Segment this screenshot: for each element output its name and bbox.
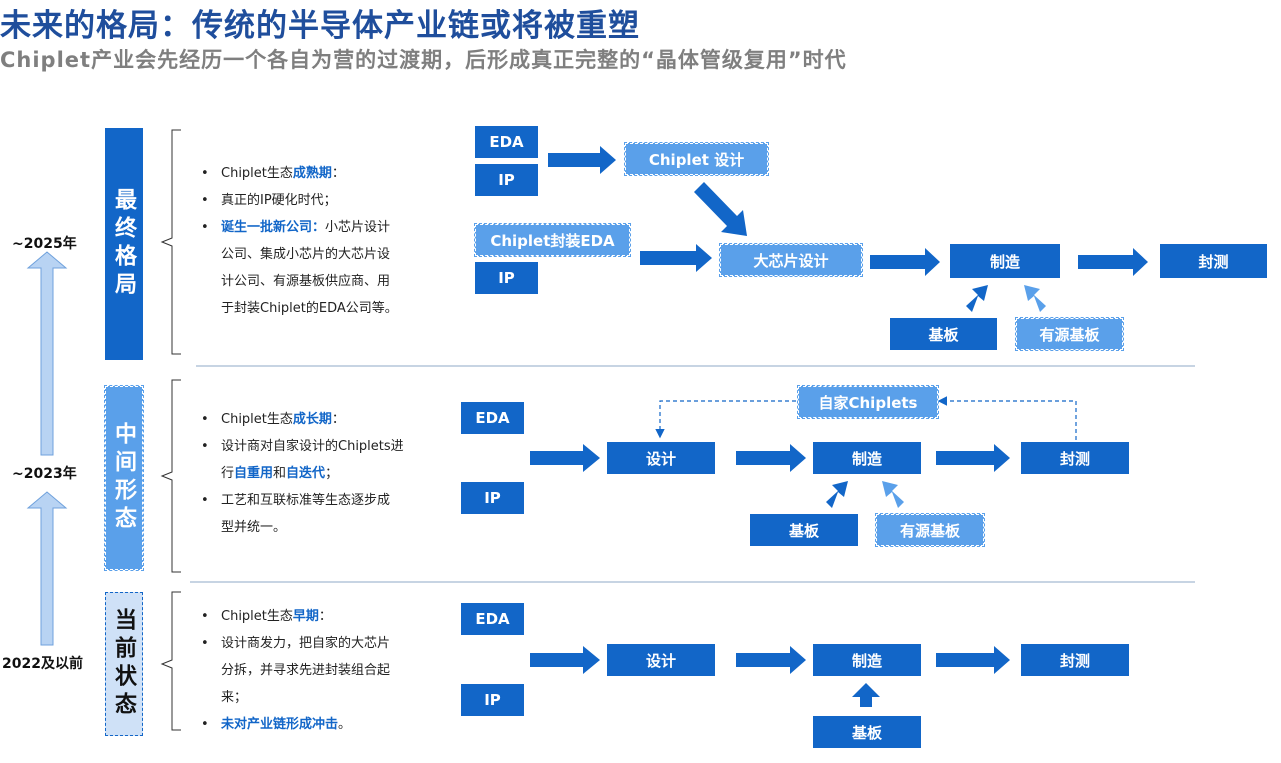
page-title: 未来的格局：传统的半导体产业链或将被重塑: [0, 8, 640, 44]
bracket-final: [160, 129, 181, 355]
final-bullet-1: Chiplet生态成熟期：: [193, 160, 443, 187]
final-bullet-3: 诞生一批新公司：小芯片设计: [193, 214, 443, 241]
middle-bullets: Chiplet生态成长期： 设计商对自家设计的Chiplets进 行自重用和自迭…: [193, 406, 443, 541]
middle-bullet-3-line-2: 型并统一。: [221, 520, 287, 535]
final-eda-box: EDA: [475, 126, 538, 158]
middle-package-test-box: 封测: [1021, 442, 1129, 474]
stage-final-label: 最终格局: [105, 128, 143, 360]
current-flow-arrows: [530, 646, 1010, 707]
stage-middle-label: 中间形态: [104, 385, 144, 571]
timeline-arrow-lower: [26, 491, 68, 646]
final-package-test-box: 封测: [1160, 244, 1267, 278]
current-eda-box: EDA: [461, 603, 524, 635]
middle-bullet-3: 工艺和互联标准等生态逐步成: [193, 487, 443, 514]
final-ip-box-2: IP: [475, 262, 538, 294]
current-bullet-2-line-3: 来；: [221, 690, 248, 705]
timeline-arrow-upper: [26, 251, 68, 456]
page-subtitle: Chiplet产业会先经历一个各自为营的过渡期，后形成真正完整的“晶体管级复用”…: [0, 48, 847, 72]
middle-design-box: 设计: [607, 442, 715, 474]
middle-flow-arrows: [530, 444, 1010, 508]
final-bullet-3-line-4: 于封装Chiplet的EDA公司等。: [221, 301, 398, 316]
final-chiplet-design-box: Chiplet 设计: [624, 142, 769, 176]
stage-current-label: 当前状态: [105, 592, 143, 736]
current-substrate-box: 基板: [813, 716, 921, 748]
current-manufacture-box: 制造: [813, 644, 921, 676]
final-bullet-2: 真正的IP硬化时代；: [193, 187, 443, 214]
middle-eda-box: EDA: [461, 402, 524, 434]
year-2023: ~2023年: [12, 466, 77, 482]
middle-bullet-2: 设计商对自家设计的Chiplets进: [193, 433, 443, 460]
current-design-box: 设计: [607, 644, 715, 676]
middle-ip-box: IP: [461, 482, 524, 514]
bracket-current: [160, 591, 181, 731]
final-bullets: Chiplet生态成熟期： 真正的IP硬化时代； 诞生一批新公司：小芯片设计 公…: [193, 160, 443, 322]
current-bullet-1: Chiplet生态早期：: [193, 603, 443, 630]
current-package-test-box: 封测: [1021, 644, 1129, 676]
final-ip-box-1: IP: [475, 164, 538, 196]
current-ip-box: IP: [461, 684, 524, 716]
middle-bullet-1: Chiplet生态成长期：: [193, 406, 443, 433]
middle-manufacture-box: 制造: [813, 442, 921, 474]
final-substrate-box: 基板: [890, 318, 997, 350]
current-bullet-2-line-2: 分拆，并寻求先进封装组合起: [221, 663, 391, 678]
final-bullet-3-line-2: 公司、集成小芯片的大芯片设: [221, 247, 391, 262]
current-bullet-2: 设计商发力，把自家的大芯片: [193, 630, 443, 657]
middle-active-substrate-box: 有源基板: [875, 513, 985, 547]
own-chiplets-loop: [655, 396, 1077, 440]
middle-bullet-2-line-2: 行自重用和自迭代；: [221, 466, 339, 481]
current-bullets: Chiplet生态早期： 设计商发力，把自家的大芯片 分拆，并寻求先进封装组合起…: [193, 603, 443, 738]
year-2025: ~2025年: [12, 236, 77, 252]
current-bullet-3: 未对产业链形成冲击。: [193, 711, 443, 738]
final-chiplet-pkg-eda-box: Chiplet封装EDA: [474, 223, 631, 257]
middle-own-chiplets-box: 自家Chiplets: [797, 385, 939, 419]
final-manufacture-box: 制造: [950, 244, 1060, 278]
final-flow-arrows: [548, 146, 1148, 312]
final-big-chip-design-box: 大芯片设计: [719, 243, 863, 277]
bracket-middle: [160, 379, 181, 573]
year-2022-before: 2022及以前: [2, 656, 83, 672]
final-active-substrate-box: 有源基板: [1015, 317, 1124, 351]
middle-substrate-box: 基板: [750, 514, 858, 546]
final-bullet-3-line-3: 计公司、有源基板供应商、用: [221, 274, 391, 289]
